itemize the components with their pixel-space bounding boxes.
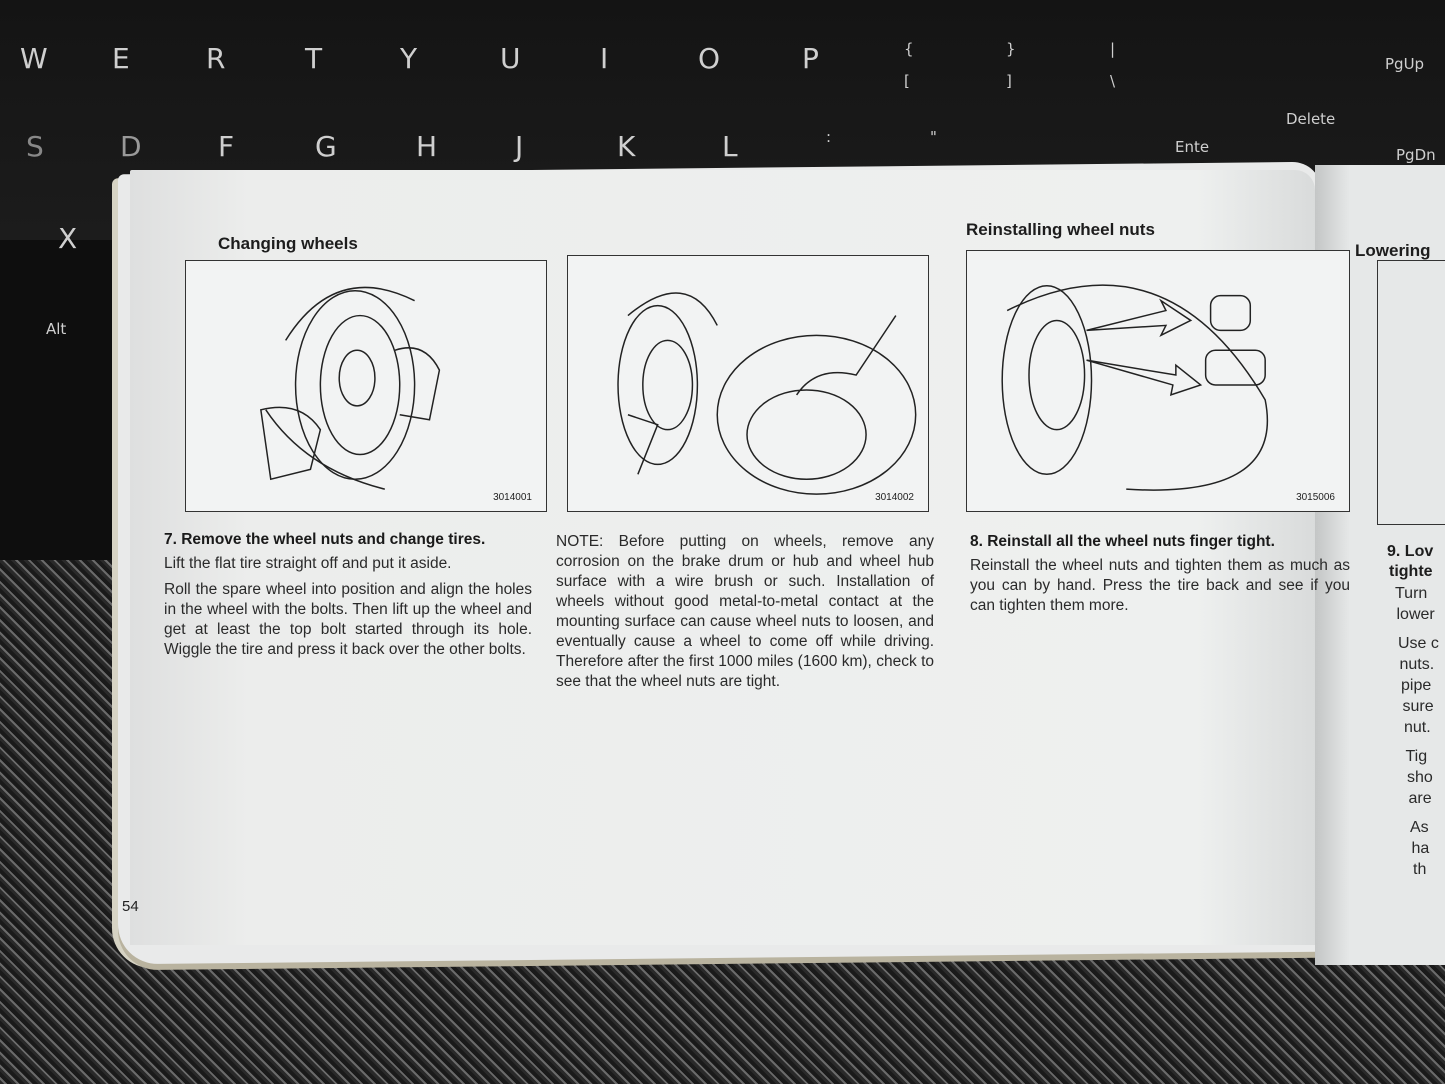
note-text: NOTE: Before putting on wheels, remove a…: [556, 533, 934, 690]
section-title-changing-wheels: Changing wheels: [218, 234, 358, 253]
key-bracket-close: ]: [1006, 72, 1012, 90]
key-t: T: [305, 42, 323, 75]
right-page-line: Tig: [1405, 748, 1428, 765]
step-8-title: 8. Reinstall all the wheel nuts finger t…: [970, 533, 1275, 550]
key-enter: Ente: [1175, 138, 1210, 156]
figure-clean-hub: 3014002: [567, 255, 929, 512]
figure-remove-wheel: 3014001: [185, 260, 547, 512]
step-8-para: Reinstall the wheel nuts and tighten the…: [970, 557, 1350, 614]
right-page-line: ha: [1411, 840, 1430, 857]
step-9-title-cont: tighte: [1389, 563, 1433, 580]
key-d: D: [120, 130, 142, 163]
key-j: J: [515, 130, 524, 163]
key-bracket-open: [: [904, 72, 910, 90]
key-k: K: [617, 130, 636, 163]
key-w: W: [20, 42, 48, 75]
key-brace-close: }: [1006, 40, 1016, 58]
wheel-nuts-illustration: [1001, 284, 1269, 491]
key-pipe: |: [1110, 40, 1116, 58]
wheel-illustration: [260, 286, 441, 490]
key-y: Y: [400, 42, 418, 75]
key-l: L: [722, 130, 738, 163]
hub-cleaning-illustration: [617, 292, 917, 495]
right-page-line: sho: [1407, 769, 1433, 786]
key-s: S: [26, 130, 44, 163]
right-page-line: Turn: [1395, 585, 1428, 602]
key-g: G: [315, 130, 337, 163]
figure-reinstall-nuts: 3015006: [966, 250, 1350, 512]
key-r: R: [206, 42, 226, 75]
right-page-line: nuts.: [1399, 656, 1435, 673]
figure-code: 3014001: [493, 492, 532, 503]
key-colon: :: [826, 128, 832, 146]
key-pgdn: PgDn: [1396, 146, 1436, 164]
right-page-line: are: [1408, 790, 1432, 807]
step-7-block: 7. Remove the wheel nuts and change tire…: [164, 530, 532, 666]
figure-code: 3015006: [1296, 492, 1335, 503]
key-p: P: [802, 42, 819, 75]
right-page-line: th: [1413, 861, 1427, 878]
right-page-line: sure: [1402, 698, 1434, 715]
right-page-line: lower: [1396, 606, 1435, 623]
key-delete: Delete: [1286, 110, 1336, 128]
key-f: F: [218, 130, 235, 163]
step-7-para2: Roll the spare wheel into position and a…: [164, 581, 532, 658]
figure-code: 3014002: [875, 492, 914, 503]
right-page-line: As: [1410, 819, 1429, 836]
key-e: E: [112, 42, 130, 75]
right-page-line: pipe: [1401, 677, 1432, 694]
step-8-block: 8. Reinstall all the wheel nuts finger t…: [970, 532, 1350, 622]
key-o: O: [698, 42, 721, 75]
step-7-title: 7. Remove the wheel nuts and change tire…: [164, 531, 486, 548]
key-x: X: [58, 222, 78, 255]
note-block: NOTE: Before putting on wheels, remove a…: [556, 532, 934, 698]
key-quote: ": [930, 128, 937, 146]
key-u: U: [500, 42, 521, 75]
page-number: 54: [122, 898, 139, 915]
step-9-title: 9. Lov: [1387, 543, 1434, 560]
key-brace-open: {: [904, 40, 914, 58]
section-title-lowering: Lowering: [1355, 241, 1431, 260]
right-page-line: Use c: [1398, 635, 1439, 652]
key-h: H: [416, 130, 438, 163]
key-i: I: [600, 42, 609, 75]
key-alt: Alt: [46, 320, 67, 338]
key-pgup: PgUp: [1385, 55, 1425, 73]
right-page-line: nut.: [1404, 719, 1431, 736]
step-7-para1: Lift the flat tire straight off and put …: [164, 555, 452, 572]
key-backslash: \: [1110, 72, 1116, 90]
figure-lowering: [1377, 260, 1445, 525]
section-title-reinstalling: Reinstalling wheel nuts: [966, 220, 1155, 239]
